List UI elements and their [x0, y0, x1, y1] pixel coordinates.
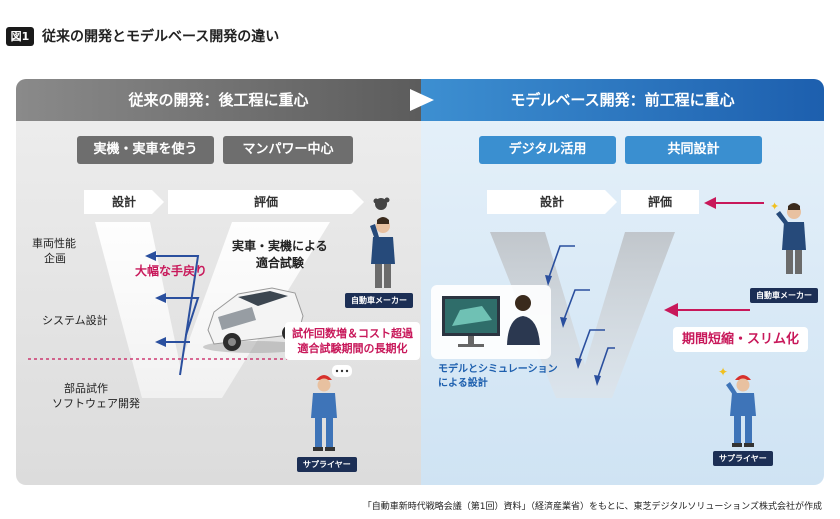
model-based-header-title: モデルベース開発：前工程に重心	[510, 91, 735, 109]
model-arrowhead-3	[575, 358, 582, 369]
timeline-evaluation-right: 評価	[621, 190, 699, 214]
timeline-evaluation-left: 評価	[168, 190, 364, 214]
maker-tag-left: 自動車メーカー	[345, 293, 413, 308]
simulation-scene	[431, 285, 551, 359]
row-label-parts: 部品試作 ソフトウェア開発	[52, 382, 140, 410]
transition-arrow-icon	[410, 89, 434, 111]
maker-tag-right: 自動車メーカー	[750, 288, 818, 303]
supplier-person-left	[311, 365, 352, 451]
chip-co-design: 共同設計	[625, 136, 762, 164]
source-note: 「自動車新時代戦略会議（第1回）資料」（経済産業省）をもとに、東芝デジタルソリュ…	[362, 502, 822, 512]
cost-overrun-callout: 試作回数増＆コスト超過 適合試験期間の長期化	[285, 322, 420, 360]
simulation-caption: モデルとシミュレーション による設計	[438, 364, 558, 389]
svg-text:✦: ✦	[718, 365, 728, 379]
rework-arrowhead-2	[155, 293, 166, 303]
model-v-arrows	[547, 245, 615, 381]
chip-real-machine: 実機・実車を使う	[77, 136, 214, 164]
model-arrowhead-2	[560, 317, 567, 328]
timeline-design-right: 設計	[487, 190, 617, 214]
maker-person-left	[370, 197, 395, 288]
model-arrowhead-1	[545, 275, 552, 286]
chip-digital: デジタル活用	[479, 136, 616, 164]
model-based-v-shape	[490, 232, 675, 398]
chip-manpower: マンパワー中心	[223, 136, 353, 164]
rework-label: 大幅な手戻り	[135, 264, 208, 278]
svg-text:✦: ✦	[770, 200, 779, 213]
timeline-design-left: 設計	[84, 190, 164, 214]
row-label-vehicle: 車両性能 企画	[32, 237, 76, 265]
figure-title: 従来の開発とモデルベース開発の違い	[42, 29, 280, 45]
supplier-tag-right: サプライヤー	[713, 451, 773, 466]
supplier-person-right: ✦	[718, 365, 756, 447]
supplier-tag-left: サプライヤー	[297, 457, 357, 472]
conventional-v-shape	[95, 222, 330, 398]
maker-person-right: ✦	[770, 200, 806, 274]
model-based-header-bar: モデルベース開発：前工程に重心	[421, 79, 824, 121]
figure-badge: 図1	[6, 27, 34, 46]
conventional-header-title: 従来の開発：後工程に重心	[128, 91, 309, 109]
row-label-system: システム設計	[42, 314, 108, 327]
rework-arrowhead-3	[155, 337, 166, 347]
model-arrowhead-4	[594, 375, 601, 386]
rework-arrowhead-1	[145, 251, 156, 261]
conventional-header-bar: 従来の開発：後工程に重心	[16, 79, 421, 121]
real-machine-test-label: 実車・実機による 適合試験	[232, 239, 328, 270]
pink-arrows	[664, 197, 764, 317]
shorten-callout: 期間短縮・スリム化	[673, 327, 809, 352]
